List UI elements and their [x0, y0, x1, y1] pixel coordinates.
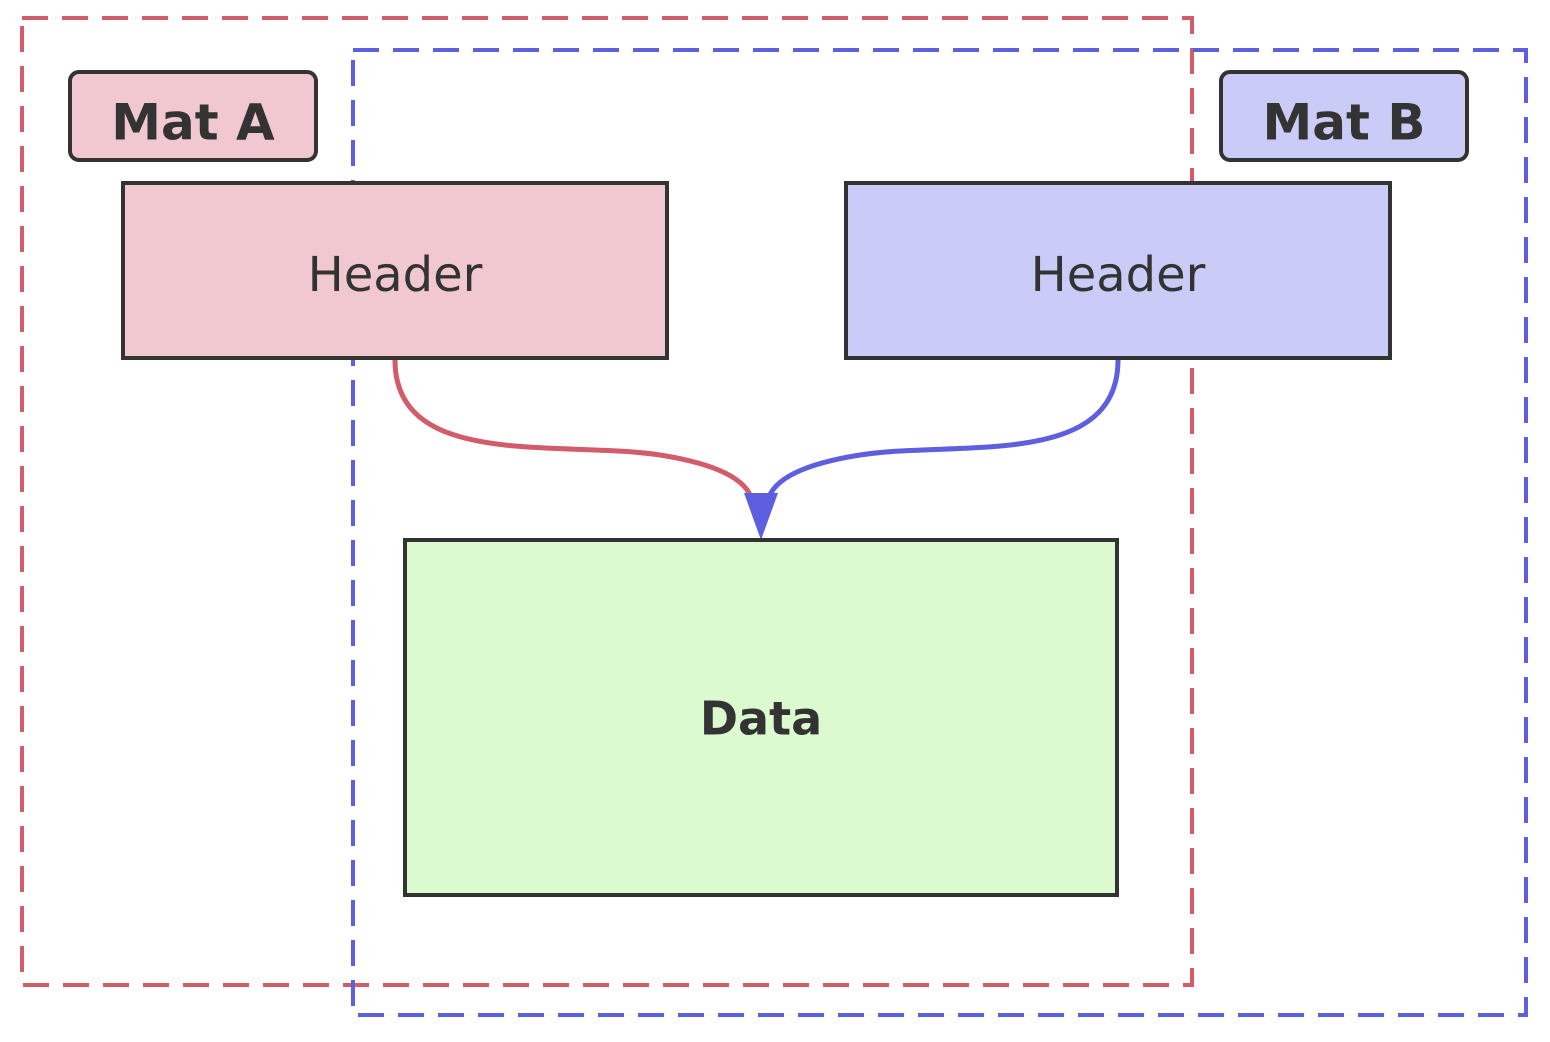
mat-a-label: Mat A — [68, 70, 318, 162]
mat-b-label: Mat B — [1219, 70, 1469, 162]
mat-b-connector — [765, 359, 1121, 501]
data-box: Data — [403, 538, 1119, 897]
data-text: Data — [700, 692, 822, 746]
mat-a-connector — [392, 359, 755, 501]
mat-a-header-box: Header — [121, 181, 669, 360]
mat-b-region — [351, 48, 1528, 1017]
mat-b-header-text: Header — [1031, 247, 1206, 303]
mat-a-region — [20, 16, 1194, 987]
mat-b-header-box: Header — [844, 181, 1392, 360]
arrowhead-icon — [744, 493, 778, 540]
mat-b-label-text: Mat B — [1263, 94, 1426, 152]
mat-a-label-text: Mat A — [111, 94, 275, 152]
mat-a-header-text: Header — [308, 247, 483, 303]
